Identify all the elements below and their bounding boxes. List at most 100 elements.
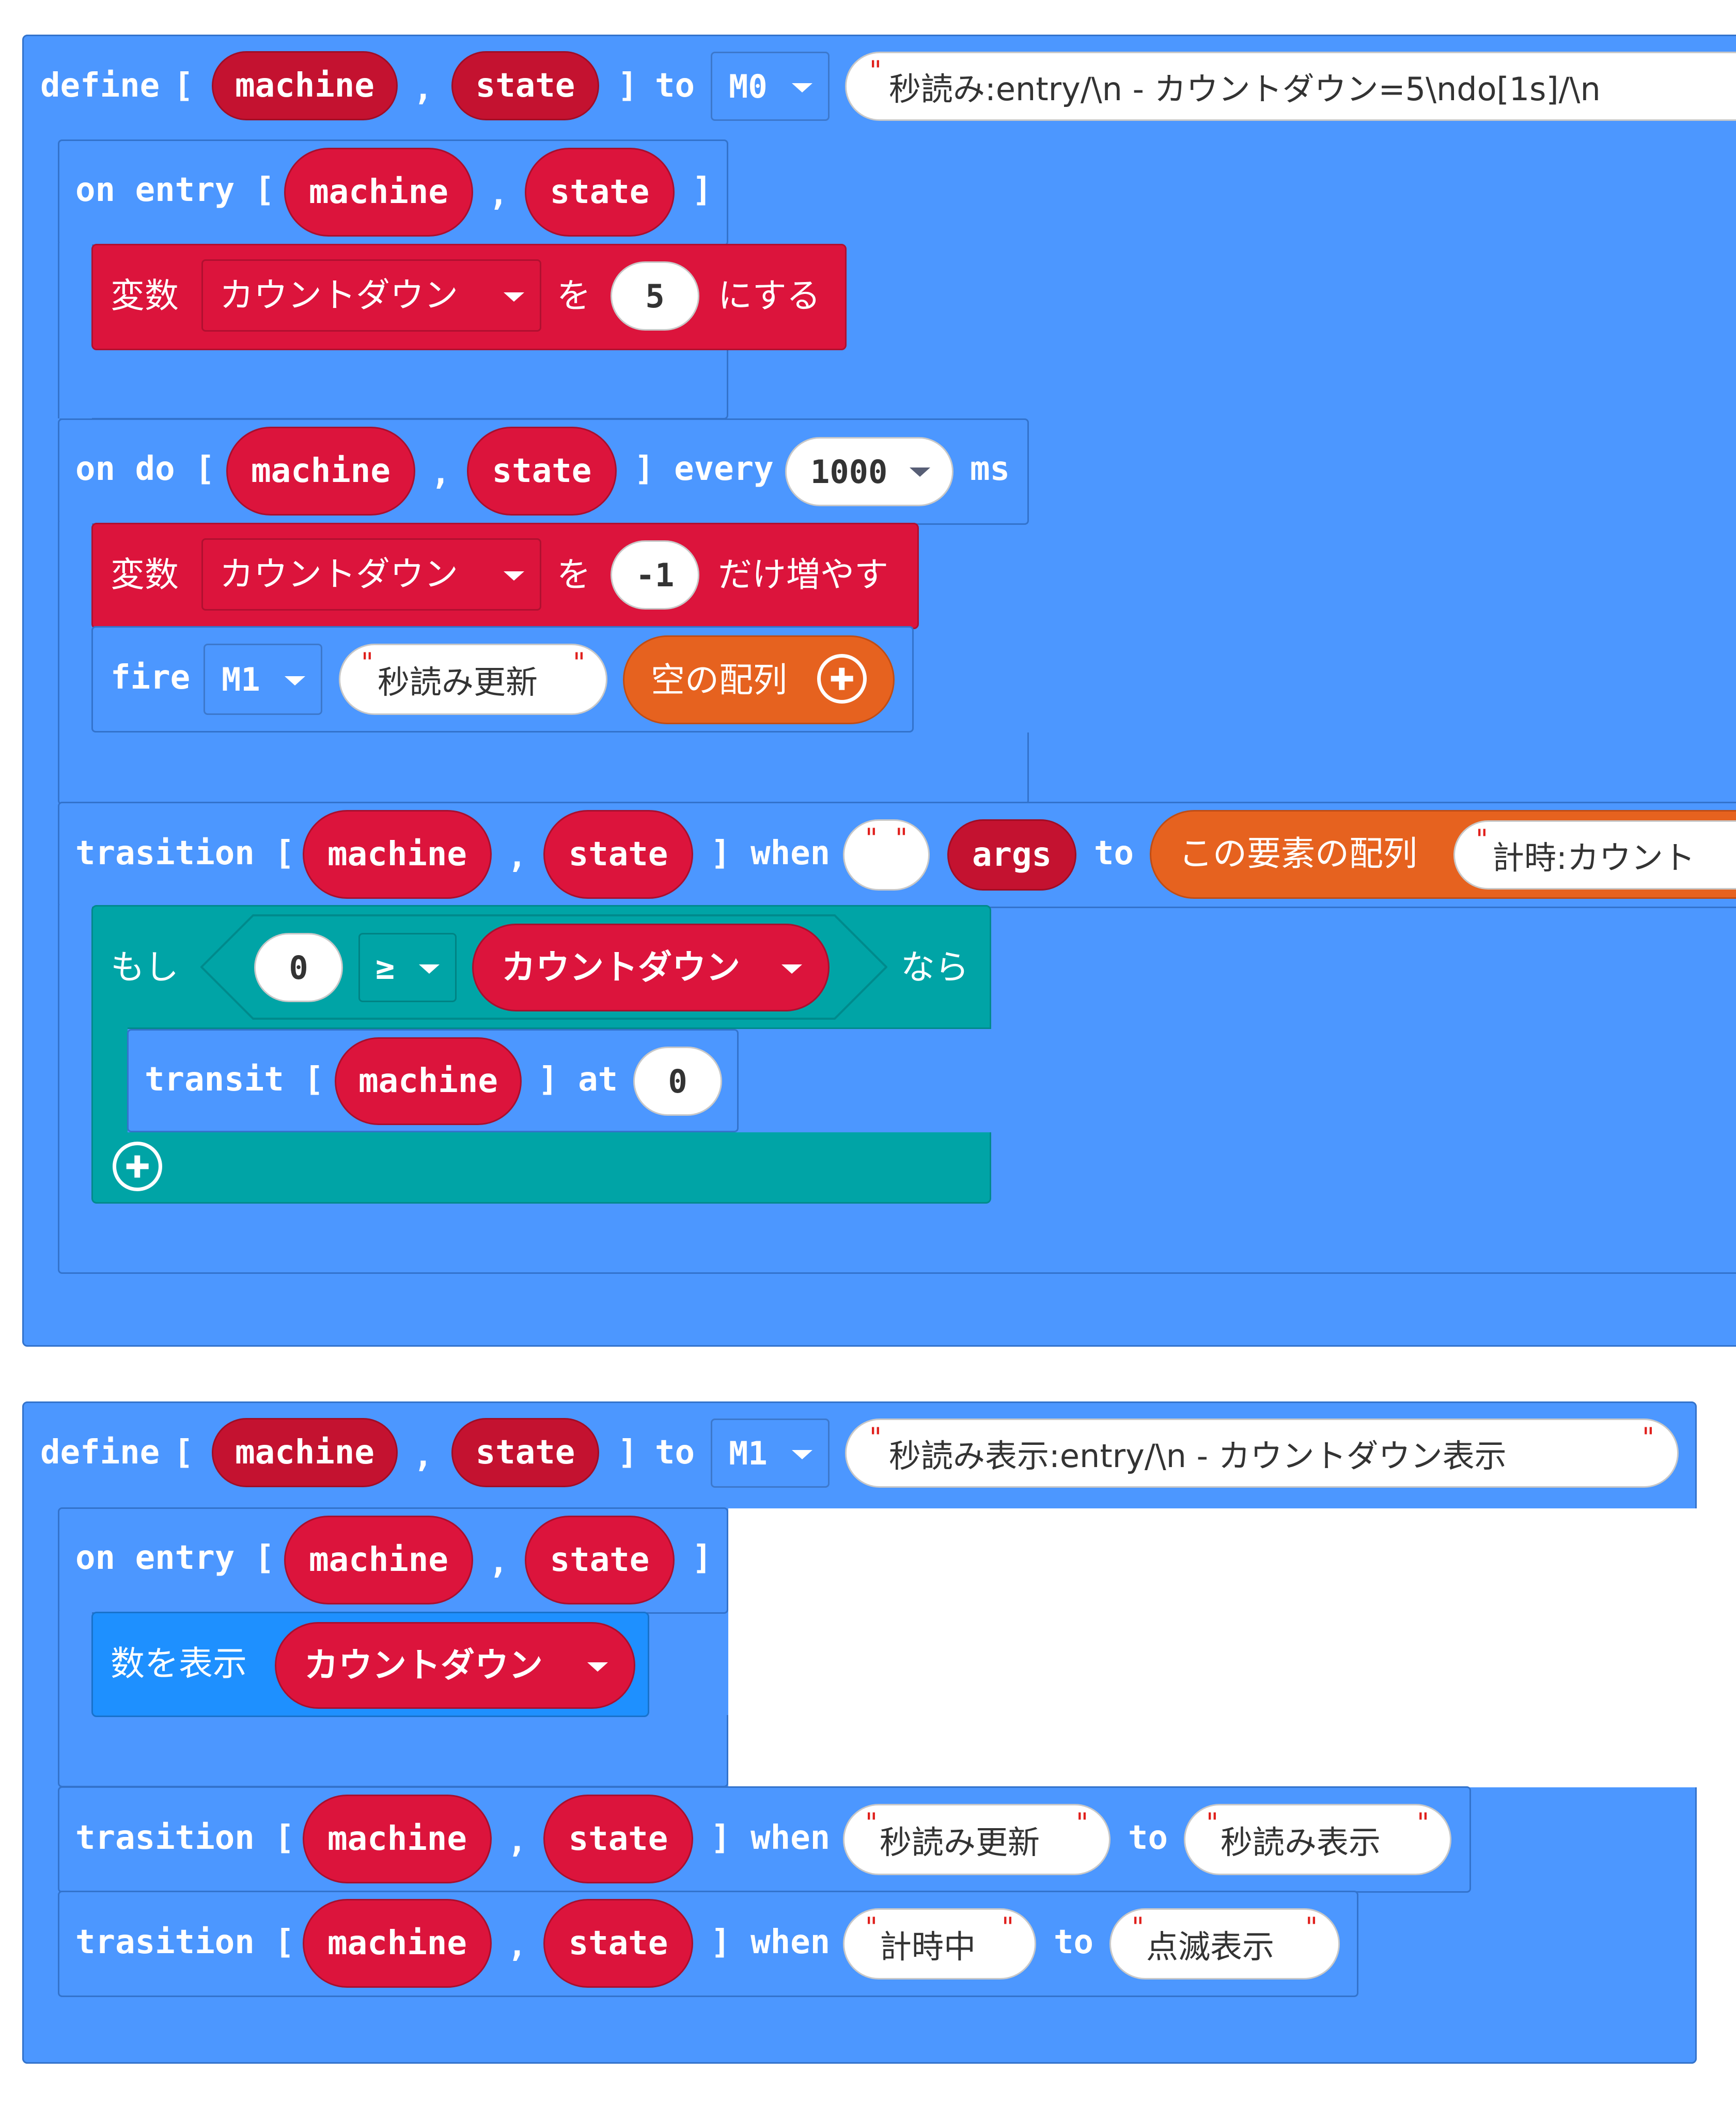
description-input[interactable]: " 秒読み表示:entry/\n - カウントダウン表示 " (845, 1419, 1679, 1488)
comma: , (507, 1926, 527, 1965)
every-label: ] every (634, 450, 774, 488)
to-keyword: to (655, 1433, 695, 1472)
target-input[interactable]: " 秒読み表示 " (1184, 1804, 1451, 1875)
set-suffix: にする (718, 276, 821, 316)
wo-particle: を (557, 555, 591, 595)
on-do-label: on do [ (75, 450, 215, 488)
array-label: この要素の配列 (1179, 834, 1417, 874)
transition-label: trasition [ (75, 834, 294, 872)
machine-dropdown-label: M0 (729, 67, 768, 105)
left-bracket: [ (174, 67, 194, 105)
fire-event-text: 秒読み更新 (378, 663, 538, 701)
param-machine[interactable]: machine (212, 1418, 398, 1487)
transition-param-machine[interactable]: machine (303, 1795, 492, 1883)
fire-machine-dropdown[interactable]: M1 (204, 644, 322, 715)
on-do-block-footer (58, 732, 1029, 805)
on-entry-param-state[interactable]: state (525, 148, 675, 237)
variable-prefix: 変数 (111, 555, 179, 595)
transition-param-machine[interactable]: machine (303, 810, 492, 899)
operator-dropdown[interactable]: ≥ (358, 933, 457, 1002)
transition-param-state[interactable]: state (543, 1795, 693, 1883)
compare-right-variable[interactable]: カウントダウン (472, 924, 830, 1011)
variable-dropdown-label: カウントダウン (220, 554, 458, 594)
transit-param-machine[interactable]: machine (335, 1037, 522, 1125)
fire-event-input[interactable]: " 秒読み更新 " (339, 644, 607, 715)
compare-left-input[interactable]: 0 (254, 933, 343, 1002)
variable-prefix: 変数 (111, 276, 179, 316)
then-label: なら (901, 947, 969, 987)
on-do-param-machine[interactable]: machine (226, 427, 415, 516)
on-entry-block-spine (58, 1611, 92, 1719)
quote-icon: " (1002, 1912, 1014, 1943)
quote-icon: " (865, 1912, 878, 1943)
on-do-block-spine (58, 522, 92, 739)
on-entry-param-machine[interactable]: machine (284, 148, 473, 237)
add-icon[interactable] (817, 654, 867, 704)
at-label: ] at (538, 1061, 618, 1099)
transition-param-state[interactable]: state (543, 810, 693, 899)
transition-param-state[interactable]: state (543, 1899, 693, 1988)
chevron-down-icon (285, 676, 305, 685)
when-label: ] when (711, 1923, 831, 1961)
show-number-variable[interactable]: カウントダウン (275, 1622, 635, 1709)
variable-dropdown[interactable]: カウントダウン (201, 538, 541, 611)
quote-icon: " (573, 647, 585, 678)
param-state[interactable]: state (451, 51, 599, 120)
variable-dropdown-label: カウントダウン (220, 275, 458, 315)
interval-value: 1000 (810, 453, 888, 491)
right-bracket: ] (692, 171, 712, 209)
quote-icon: " (1417, 1807, 1429, 1838)
quote-icon: " (1305, 1912, 1318, 1943)
chevron-down-icon (504, 571, 524, 581)
fire-machine-label: M1 (222, 660, 260, 698)
quote-icon: " (869, 55, 882, 86)
description-text: 秒読み:entry/\n - カウントダウン=5\ndo[1s]/\n (889, 70, 1601, 108)
comma: , (507, 1822, 527, 1860)
on-entry-label: on entry [ (75, 1539, 275, 1577)
param-state[interactable]: state (451, 1418, 599, 1487)
right-bracket: ] (618, 1433, 638, 1472)
chevron-down-icon (792, 83, 812, 92)
quote-icon: " (865, 1807, 878, 1838)
comma: , (489, 1543, 509, 1581)
machine-dropdown[interactable]: M1 (711, 1419, 830, 1488)
if-block-footer (91, 1132, 991, 1204)
on-entry-block-footer (58, 349, 728, 419)
machine-dropdown[interactable]: M0 (711, 52, 830, 121)
when-input[interactable]: " 計時中 " (843, 1908, 1036, 1980)
chevron-down-icon (504, 292, 524, 302)
on-entry-param-machine[interactable]: machine (284, 1516, 473, 1604)
quote-icon: " (1642, 1422, 1654, 1453)
set-variable-block[interactable] (91, 244, 847, 350)
show-number-variable-label: カウントダウン (304, 1645, 543, 1685)
when-input[interactable]: " " (843, 819, 930, 891)
transition-param-machine[interactable]: machine (303, 1899, 492, 1988)
chevron-down-icon (587, 1662, 608, 1672)
on-entry-block-footer (58, 1715, 728, 1787)
array-item-input[interactable]: " 計時:カウント (1453, 820, 1736, 890)
if-block-spine (91, 1026, 128, 1134)
interval-dropdown[interactable]: 1000 (785, 437, 953, 506)
comma: , (507, 837, 527, 876)
param-machine[interactable]: machine (212, 51, 398, 120)
when-text: 秒読み更新 (880, 1824, 1040, 1861)
target-text: 点滅表示 (1146, 1928, 1275, 1966)
if-label: もし (111, 947, 179, 987)
on-do-param-state[interactable]: state (467, 427, 617, 516)
add-else-icon[interactable] (113, 1142, 162, 1191)
set-value-input[interactable]: 5 (611, 261, 699, 331)
chevron-down-icon (792, 1450, 812, 1459)
transition-label: trasition [ (75, 1819, 294, 1857)
args-param[interactable]: args (947, 819, 1076, 891)
chevron-down-icon (781, 964, 802, 974)
on-entry-label: on entry [ (75, 171, 275, 209)
change-value-input[interactable]: -1 (611, 540, 699, 610)
on-entry-block-spine (58, 243, 92, 418)
quote-icon: " (1476, 824, 1488, 855)
variable-dropdown[interactable]: カウントダウン (201, 259, 541, 332)
description-input[interactable]: " 秒読み:entry/\n - カウントダウン=5\ndo[1s]/\n (845, 52, 1736, 121)
on-entry-param-state[interactable]: state (525, 1516, 675, 1604)
transit-at-input[interactable]: 0 (633, 1047, 722, 1116)
when-input[interactable]: " 秒読み更新 " (843, 1804, 1111, 1875)
target-input[interactable]: " 点滅表示 " (1109, 1908, 1340, 1980)
